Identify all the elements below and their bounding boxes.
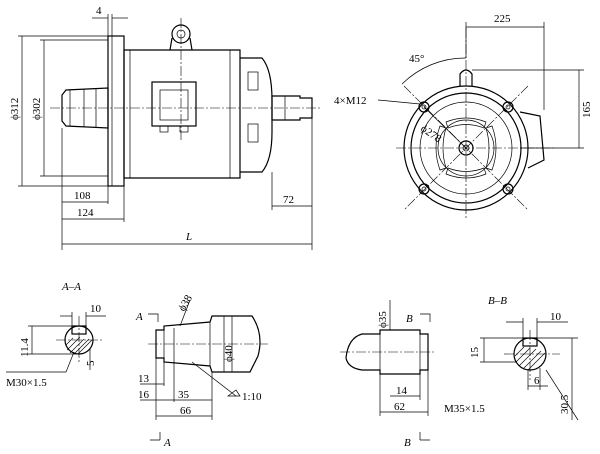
shaft-a-mark: A	[135, 311, 143, 323]
shaft-b-detail: B B ϕ35 14 62 M35×1.5	[340, 300, 485, 449]
bb-depth305: 30.5	[559, 394, 571, 414]
dim-end-height: 165	[581, 101, 593, 118]
bolt-hole-tl	[418, 101, 430, 113]
dim-rear-shaft-ext: 72	[283, 194, 294, 206]
front-view: 4 ϕ312 ϕ302 108 124 72 L	[9, 5, 320, 250]
bb-height15: 15	[469, 347, 481, 359]
bolt-hole-tr	[502, 101, 514, 113]
shaft-b-mark: B	[406, 313, 413, 325]
dim-overall-length: L	[185, 231, 192, 243]
section-aa: A–A 10 11.4 5 M30×1.5	[6, 281, 106, 389]
motor-body	[123, 49, 241, 179]
shaft-a-len66: 66	[180, 405, 192, 417]
shaft-b-thread: M35×1.5	[444, 403, 485, 415]
aa-key-width: 10	[90, 303, 102, 315]
shaft-a-mark-bottom: A	[163, 437, 171, 449]
front-shaft	[61, 87, 109, 129]
shaft-b-len14: 14	[396, 385, 408, 397]
dim-flange-to-shaft-end: 124	[77, 207, 94, 219]
dim-flange-outer-dia: ϕ312	[9, 98, 21, 120]
shaft-a-len35: 35	[178, 389, 190, 401]
section-bb: B–B 10 15 6 30.5	[469, 295, 579, 421]
aa-thread: M30×1.5	[6, 377, 47, 389]
shaft-a-dia38: ϕ38	[176, 293, 195, 314]
shaft-b-dia35: ϕ35	[377, 311, 389, 328]
terminal-box	[151, 81, 197, 127]
flange-plate	[107, 35, 125, 187]
dim-angle: 45°	[409, 53, 424, 65]
aa-depth: 11.4	[19, 338, 31, 357]
shaft-a-outline	[155, 315, 261, 373]
dim-flange-thickness: 4	[96, 5, 102, 17]
aa-key-depth: 5	[85, 360, 97, 366]
shaft-b-mark-bottom: B	[404, 437, 411, 449]
shaft-a-taper: 1:10	[242, 391, 262, 403]
bolt-hole-br	[502, 183, 514, 195]
dim-end-width: 225	[494, 13, 511, 25]
shaft-a-detail: A A ϕ38 ϕ40 13 16 35 66 1:10	[135, 293, 268, 449]
shaft-b-len62: 62	[394, 401, 405, 413]
label-bolts: 4×M12	[334, 95, 366, 107]
shaft-a-len13: 13	[138, 373, 150, 385]
shaft-a-dia40: ϕ40	[223, 345, 235, 362]
dim-shaft-length: 108	[74, 190, 91, 202]
section-bb-title: B–B	[488, 295, 507, 307]
shaft-a-len16: 16	[138, 389, 150, 401]
bb-key-width: 10	[550, 311, 562, 323]
bolt-hole-bl	[418, 183, 430, 195]
end-view: 45° 225 165 4×M12 ϕ278	[334, 13, 593, 220]
section-aa-title: A–A	[61, 281, 81, 293]
rear-cover	[240, 57, 273, 173]
bb-key-depth: 6	[534, 375, 540, 387]
dim-spigot-dia: ϕ302	[31, 98, 43, 120]
